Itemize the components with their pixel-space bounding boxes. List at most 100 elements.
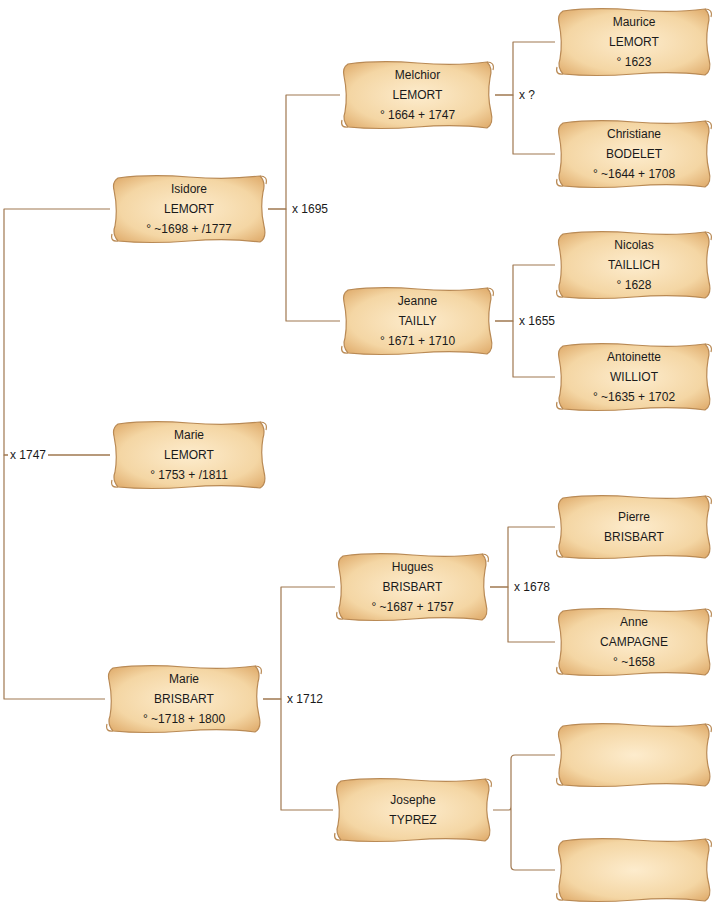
person-text: Antoinette — [607, 347, 661, 367]
scroll-outline — [337, 779, 490, 842]
person-scroll: MelchiorLEMORT° 1664 + 1747 — [340, 58, 495, 132]
person-text: BRISBART — [604, 527, 664, 547]
person-text: TAILLICH — [608, 255, 660, 275]
person-scroll: AnneCAMPAGNE° ~1658 — [555, 605, 713, 679]
person-text: Pierre — [618, 507, 650, 527]
person-text: ° 1671 + 1710 — [380, 331, 455, 351]
scroll-curl — [337, 554, 489, 619]
person-text: Jeanne — [398, 291, 437, 311]
scroll-content: JeanneTAILLY° 1671 + 1710 — [340, 284, 495, 358]
empty-scroll — [557, 724, 712, 787]
person-scroll: NicolasTAILLICH° 1628 — [555, 228, 713, 302]
person-scroll: IsidoreLEMORT° ~1698 + /1777 — [110, 172, 268, 246]
scroll-content: JosepheTYPREZ — [333, 775, 493, 845]
person-text: ° ~1687 + 1757 — [371, 597, 453, 617]
person-text: Maurice — [613, 12, 656, 32]
person-text: Melchior — [395, 65, 440, 85]
person-scroll: MarieBRISBART° ~1718 + 1800 — [105, 662, 263, 736]
scroll-curl — [335, 779, 492, 840]
person-text: TAILLY — [398, 311, 436, 331]
person-scroll: AntoinetteWILLIOT° ~1635 + 1702 — [555, 340, 713, 414]
person-text: Hugues — [392, 557, 433, 577]
person-text: CAMPAGNE — [600, 632, 668, 652]
person-scroll: JeanneTAILLY° 1671 + 1710 — [340, 284, 495, 358]
person-scroll: MarieLEMORT° 1753 + /1811 — [110, 418, 268, 492]
person-text: LEMORT — [393, 85, 443, 105]
person-text: Isidore — [171, 179, 207, 199]
person-text: TYPREZ — [389, 810, 436, 830]
scroll-curl — [557, 232, 712, 297]
scroll-outline — [559, 609, 710, 676]
family-connector — [495, 95, 555, 154]
scroll-content: HuguesBRISBART° ~1687 + 1757 — [335, 550, 490, 624]
person-text: Marie — [169, 669, 199, 689]
scroll-curl — [342, 288, 494, 353]
scroll-outline — [559, 496, 710, 559]
family-connector — [4, 209, 110, 455]
scroll-content: NicolasTAILLICH° 1628 — [555, 228, 713, 302]
person-text: ° ~1635 + 1702 — [593, 387, 675, 407]
marriage-label: x 1747 — [8, 447, 48, 463]
family-connector — [4, 455, 110, 699]
family-connector — [490, 587, 555, 642]
person-text: ° ~1698 + /1777 — [146, 219, 232, 239]
scroll-curl — [557, 609, 712, 674]
person-text: BRISBART — [383, 577, 443, 597]
scroll-content: AnneCAMPAGNE° ~1658 — [555, 605, 713, 679]
scroll-curl — [112, 176, 267, 241]
person-text: BRISBART — [154, 689, 214, 709]
person-text: Christiane — [607, 124, 661, 144]
scroll-outline — [559, 121, 710, 188]
person-text: WILLIOT — [610, 367, 658, 387]
scroll-outline — [339, 554, 487, 621]
person-text: LEMORT — [164, 445, 214, 465]
scroll-outline — [559, 232, 710, 299]
scroll-content: ChristianeBODELET° ~1644 + 1708 — [555, 117, 713, 191]
scroll-curl — [557, 121, 712, 186]
marriage-label: x 1695 — [290, 201, 330, 217]
person-text: Marie — [174, 425, 204, 445]
scroll-outline — [109, 666, 260, 733]
person-scroll: PierreBRISBART — [555, 492, 713, 562]
person-text: ° ~1658 — [613, 652, 655, 672]
scroll-content: PierreBRISBART — [555, 492, 713, 562]
scroll-outline — [344, 62, 492, 129]
family-connector — [263, 699, 333, 810]
family-connector — [490, 527, 555, 587]
family-connector — [495, 321, 555, 377]
person-text: ° ~1644 + 1708 — [593, 164, 675, 184]
scroll-curl — [107, 666, 262, 731]
scroll-curl — [557, 9, 712, 74]
scroll-shape — [555, 492, 713, 562]
marriage-label: x 1712 — [285, 691, 325, 707]
person-text: ° 1623 — [617, 52, 652, 72]
scroll-shape — [333, 775, 493, 845]
person-scroll: HuguesBRISBART° ~1687 + 1757 — [335, 550, 490, 624]
scroll-content: IsidoreLEMORT° ~1698 + /1777 — [110, 172, 268, 246]
family-connector — [268, 209, 340, 321]
person-text: Josephe — [390, 790, 435, 810]
scroll-outline — [114, 422, 265, 489]
person-text: LEMORT — [164, 199, 214, 219]
person-text: ° 1664 + 1747 — [380, 105, 455, 125]
family-connector — [263, 587, 335, 699]
empty-scroll — [557, 839, 712, 902]
scroll-content: AntoinetteWILLIOT° ~1635 + 1702 — [555, 340, 713, 414]
marriage-label: x 1678 — [512, 579, 552, 595]
scroll-content: MelchiorLEMORT° 1664 + 1747 — [340, 58, 495, 132]
marriage-label: x 1655 — [517, 313, 557, 329]
person-scroll: MauriceLEMORT° 1623 — [555, 5, 713, 79]
scroll-outline — [559, 344, 710, 411]
scroll-curl — [112, 422, 267, 487]
scroll-outline — [559, 9, 710, 76]
scroll-outline — [344, 288, 492, 355]
person-text: ° 1628 — [617, 275, 652, 295]
scroll-curl — [342, 62, 494, 127]
person-text: ° ~1718 + 1800 — [143, 709, 225, 729]
scroll-content: MarieLEMORT° 1753 + /1811 — [110, 418, 268, 492]
scroll-content: MauriceLEMORT° 1623 — [555, 5, 713, 79]
person-text: ° 1753 + /1811 — [150, 465, 228, 485]
scroll-curl — [557, 496, 712, 557]
family-connector — [268, 95, 340, 209]
person-text: Nicolas — [614, 235, 653, 255]
